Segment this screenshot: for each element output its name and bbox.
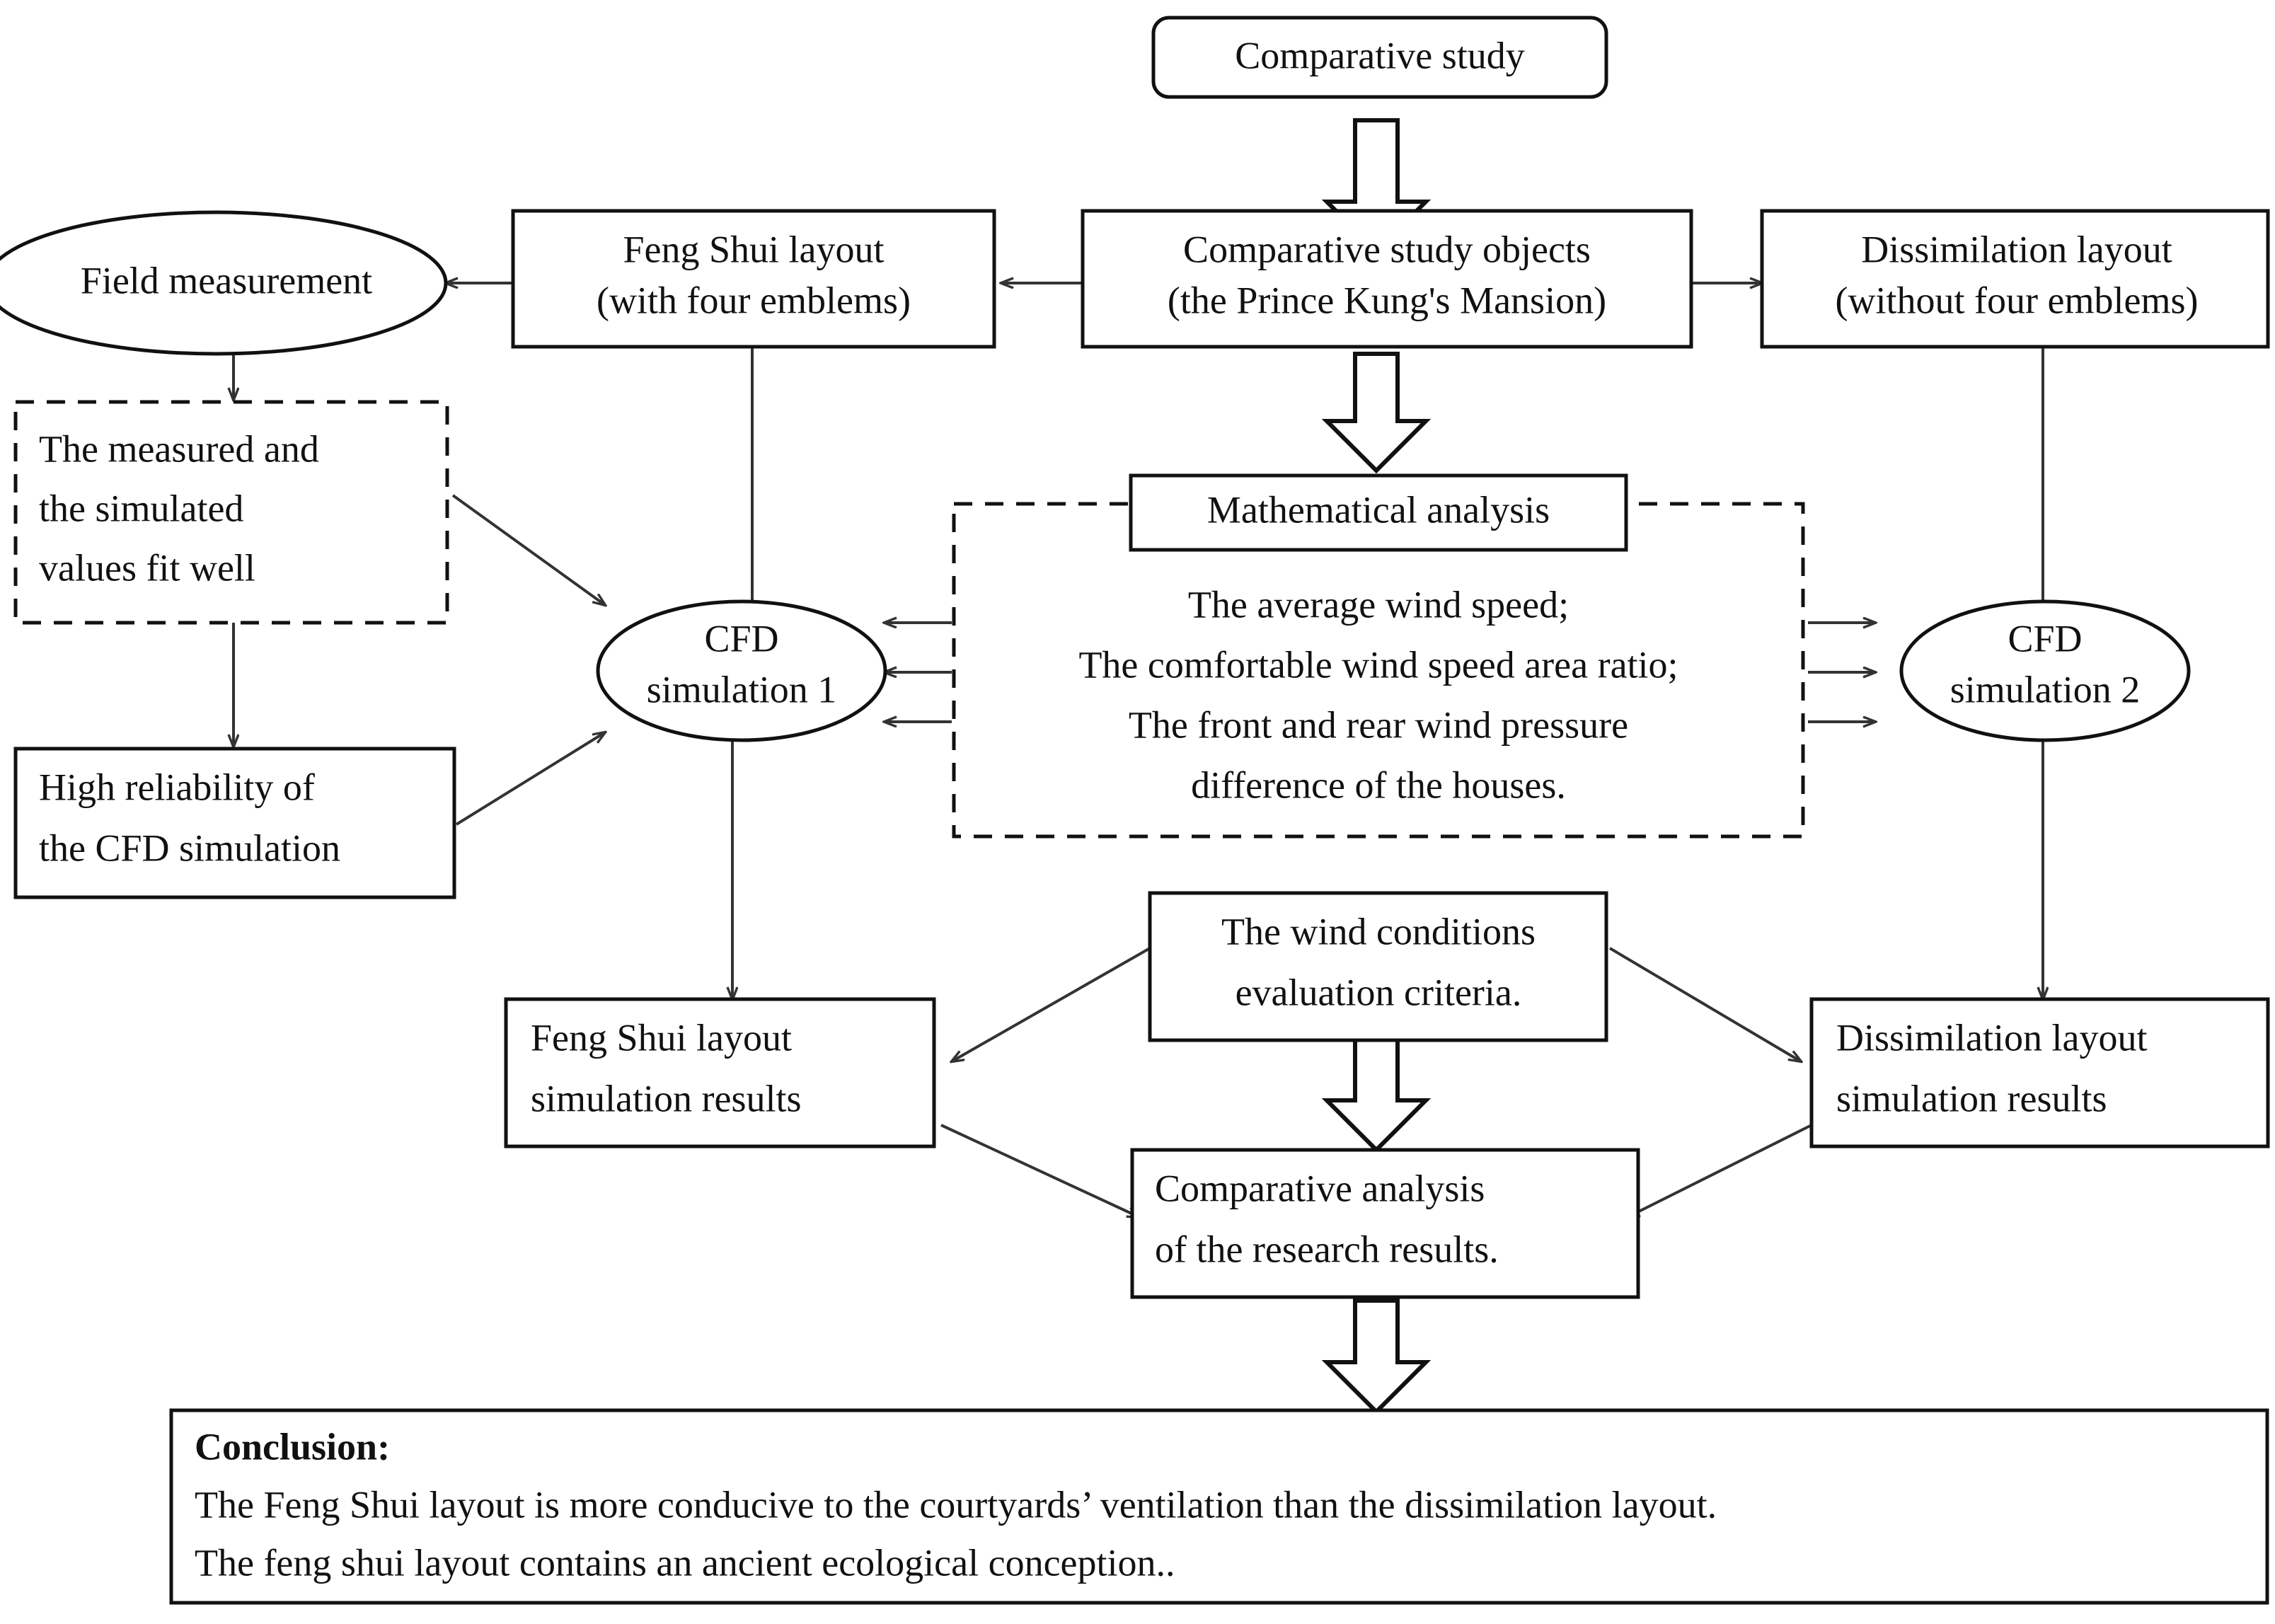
node-conclusion-line1: The Feng Shui layout is more conducive t… (195, 1483, 1717, 1526)
math-item-2: The comfortable wind speed area ratio; (1078, 643, 1678, 686)
node-dissimilation-layout[interactable]: Dissimilation layout (without four emble… (1760, 209, 2270, 349)
node-cfd1-line1: CFD (704, 617, 778, 660)
node-study-objects-line2: (the Prince Kung's Mansion) (1168, 279, 1606, 321)
node-study-objects-line1: Comparative study objects (1183, 228, 1591, 270)
node-comparative-analysis-line1: Comparative analysis (1155, 1167, 1485, 1209)
node-fengshui-layout-line1: Feng Shui layout (623, 228, 884, 270)
node-conclusion-heading: Conclusion: (195, 1425, 390, 1468)
node-cfd1-line2: simulation 1 (647, 668, 837, 710)
node-fengshui-results[interactable]: Feng Shui layout simulation results (504, 997, 936, 1148)
node-measured-values-line2: the simulated (39, 487, 243, 529)
node-mathematical-analysis-label: Mathematical analysis (1207, 488, 1550, 531)
node-mathematical-analysis[interactable]: Mathematical analysis (1129, 473, 1628, 552)
connector-criteria-to-disresults (1608, 947, 1801, 1061)
connector-fsresults-to-compare (940, 1124, 1139, 1217)
node-fengshui-results-line2: simulation results (531, 1077, 801, 1119)
node-comparative-study-label: Comparative study (1235, 34, 1524, 76)
connector-criteria-to-fsresults (952, 947, 1151, 1061)
node-fengshui-layout[interactable]: Feng Shui layout (with four emblems) (511, 209, 996, 349)
node-mathematical-analysis-group: The average wind speed; The comfortable … (952, 502, 1805, 839)
node-cfd-simulation-1[interactable]: CFD simulation 1 (596, 599, 887, 742)
node-high-reliability[interactable]: High reliability of the CFD simulation (13, 747, 456, 899)
node-comparative-analysis[interactable]: Comparative analysis of the research res… (1130, 1148, 1640, 1299)
node-dissimilation-results[interactable]: Dissimilation layout simulation results (1809, 997, 2270, 1148)
node-wind-criteria-line1: The wind conditions (1221, 910, 1536, 952)
node-dissimilation-results-line2: simulation results (1836, 1077, 2107, 1119)
node-wind-criteria-line2: evaluation criteria. (1236, 971, 1522, 1013)
node-fengshui-results-line1: Feng Shui layout (531, 1016, 792, 1059)
math-item-1: The average wind speed; (1188, 583, 1569, 626)
node-measured-values-line3: values fit well (39, 546, 255, 589)
node-field-measurement-label: Field measurement (81, 259, 372, 301)
node-dissimilation-layout-line2: (without four emblems) (1836, 279, 2199, 321)
node-cfd-simulation-2[interactable]: CFD simulation 2 (1899, 599, 2191, 742)
math-item-3: The front and rear wind pressure (1129, 703, 1628, 746)
block-arrow-compare-to-conclusion (1321, 1298, 1432, 1415)
node-high-reliability-line2: the CFD simulation (39, 827, 340, 869)
node-conclusion-line2: The feng shui layout contains an ancient… (195, 1541, 1175, 1584)
connector-disresults-to-compare (1628, 1124, 1812, 1217)
node-cfd2-line1: CFD (2008, 617, 2082, 660)
node-cfd2-line2: simulation 2 (1950, 668, 2141, 710)
node-field-measurement[interactable]: Field measurement (0, 210, 448, 356)
block-arrow-objects-to-math (1321, 352, 1432, 474)
connector-measured-to-cfd1 (451, 494, 605, 605)
math-item-4: difference of the houses. (1191, 764, 1566, 806)
node-measured-values-line1: The measured and (39, 427, 319, 470)
block-arrow-criteria-to-compare (1321, 1037, 1432, 1153)
node-high-reliability-line1: High reliability of (39, 766, 315, 808)
node-study-objects[interactable]: Comparative study objects (the Prince Ku… (1081, 209, 1693, 349)
node-comparative-analysis-line2: of the research results. (1155, 1228, 1499, 1270)
node-measured-values-fit[interactable]: The measured and the simulated values fi… (13, 400, 449, 625)
node-conclusion[interactable]: Conclusion: The Feng Shui layout is more… (169, 1408, 2269, 1605)
node-wind-criteria[interactable]: The wind conditions evaluation criteria. (1148, 891, 1608, 1042)
node-dissimilation-results-line1: Dissimilation layout (1836, 1016, 2148, 1059)
node-dissimilation-layout-line1: Dissimilation layout (1861, 228, 2172, 270)
node-fengshui-layout-line2: (with four emblems) (597, 279, 911, 321)
node-comparative-study[interactable]: Comparative study (1151, 16, 1608, 99)
connector-reliability-to-cfd1 (455, 732, 605, 826)
